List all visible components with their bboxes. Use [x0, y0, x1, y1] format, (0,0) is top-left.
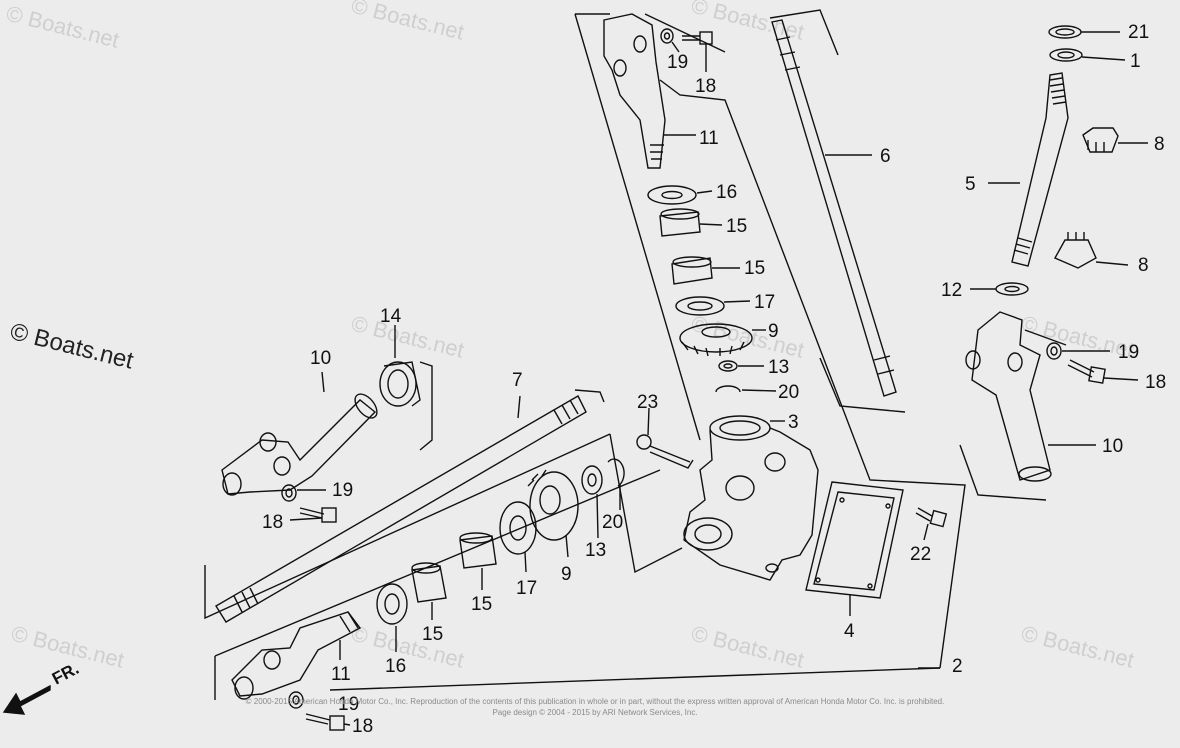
part-label-5: 5 [965, 174, 976, 195]
copyright-line-1: © 2000-2015 American Honda Motor Co., In… [245, 697, 945, 706]
copyright-line-2: Page design © 2004 - 2015 by ARI Network… [492, 708, 698, 717]
watermark-text: © Boats.net [689, 0, 807, 45]
part-label-19b: 19 [667, 52, 688, 73]
part-label-9: 9 [768, 321, 779, 342]
part-label-12: 12 [941, 280, 962, 301]
part-label-15: 15 [726, 216, 747, 237]
part-label-18: 18 [1145, 372, 1166, 393]
part-label-2: 2 [952, 656, 963, 677]
part-label-21: 21 [1128, 22, 1149, 43]
part-label-22: 22 [910, 544, 931, 565]
part-label-1: 1 [1130, 51, 1141, 72]
left-joint-10 [221, 325, 433, 523]
part-label-13: 13 [768, 357, 789, 378]
part-label-17b: 17 [516, 578, 537, 599]
part-label-20b: 20 [602, 512, 623, 533]
part-label-8b: 8 [1138, 255, 1149, 276]
front-direction-arrow [2, 684, 51, 715]
part-label-20: 20 [778, 382, 799, 403]
gear-housing-3 [636, 407, 819, 581]
part-label-17: 17 [754, 292, 775, 313]
part-label-15c: 15 [471, 594, 492, 615]
part-label-16: 16 [716, 182, 737, 203]
part-label-18d: 18 [352, 716, 373, 737]
watermark-text: © Boats.net [689, 621, 807, 673]
part-label-23: 23 [637, 392, 658, 413]
lower-stack [376, 458, 625, 652]
part-label-15d: 15 [422, 624, 443, 645]
part-label-18c: 18 [262, 512, 283, 533]
part-label-19c: 19 [332, 480, 353, 501]
shaft-6 [769, 9, 906, 413]
right-assembly [959, 25, 1148, 501]
shaft-7 [215, 389, 605, 623]
part-label-3: 3 [788, 412, 799, 433]
watermark-text: © Boats.net [349, 311, 467, 363]
part-label-11b: 11 [331, 664, 351, 685]
part-label-16b: 16 [385, 656, 406, 677]
part-label-9b: 9 [561, 564, 572, 585]
watermark-text: © Boats.net [4, 1, 122, 53]
part-callouts: 21 1 8 5 8 12 19 18 10 6 19 18 11 16 15 … [262, 22, 1166, 737]
upper-group-outline [574, 13, 966, 669]
part-label-19d: 19 [338, 694, 359, 715]
part-label-18b: 18 [695, 76, 716, 97]
watermark-text: © Boats.net [689, 311, 807, 363]
copyright-notice: © 2000-2015 American Honda Motor Co., In… [180, 696, 1010, 718]
part-label-11: 11 [699, 128, 719, 149]
part-label-10b: 10 [310, 348, 331, 369]
bottom-joint-11 [231, 611, 362, 731]
watermark-text: © Boats.net [349, 0, 467, 45]
watermark-text: © Boats.net [349, 621, 467, 673]
part-label-6: 6 [880, 146, 891, 167]
watermark-text: © Boats.net [1019, 621, 1137, 673]
part-label-14: 14 [380, 306, 402, 327]
part-label-10: 10 [1102, 436, 1123, 457]
cover-4 [805, 481, 948, 616]
top-middle-assembly [603, 13, 713, 169]
part-label-15b: 15 [744, 258, 765, 279]
center-stack [647, 185, 777, 393]
part-label-4: 4 [844, 621, 855, 642]
part-label-13b: 13 [585, 540, 606, 561]
part-label-19: 19 [1118, 342, 1139, 363]
part-label-7: 7 [512, 370, 523, 391]
part-label-8: 8 [1154, 134, 1165, 155]
assembly-outline-2 [204, 433, 941, 700]
